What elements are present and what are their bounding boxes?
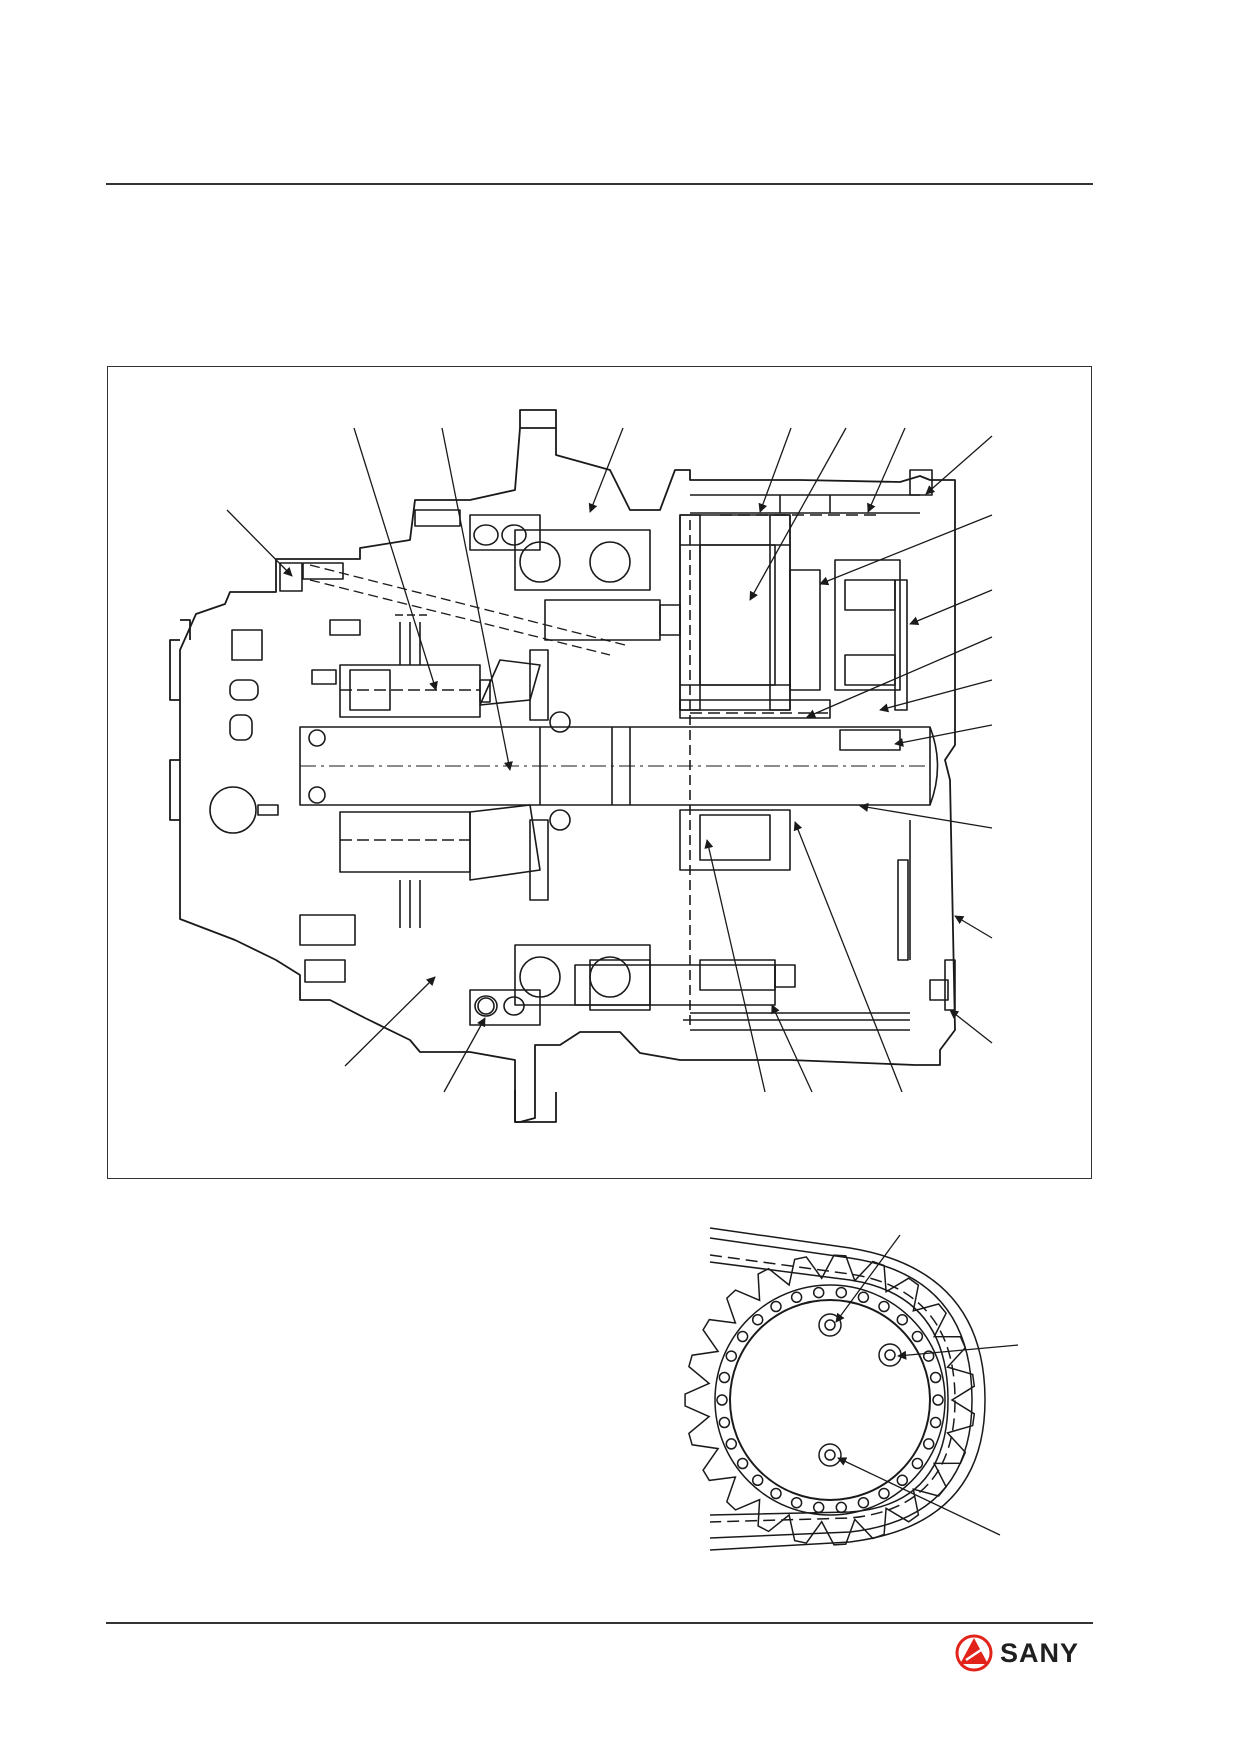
- bolt-hole: [896, 1474, 909, 1487]
- callout-leaders: [226, 427, 993, 1093]
- bolt-hole: [857, 1291, 870, 1304]
- sprocket-teeth: [684, 1254, 976, 1546]
- sany-triangle-logo-icon: [955, 1634, 993, 1672]
- bolt-hole: [770, 1300, 782, 1313]
- motor-pistons: [339, 614, 549, 928]
- track-chain: [709, 1227, 986, 1551]
- brand-logo: SANY: [954, 1633, 1079, 1673]
- brand-name: SANY: [1000, 1637, 1080, 1668]
- bolt-hole: [736, 1330, 749, 1343]
- housing-outline: [169, 409, 956, 1123]
- sprocket-leaders: [835, 1234, 1019, 1536]
- cross-section-frame: [107, 366, 1092, 1179]
- sprocket-outer-ring: [714, 1284, 946, 1516]
- bolt-hole: [929, 1371, 942, 1384]
- left-housing-details: [209, 509, 571, 1015]
- bolt-hole: [725, 1438, 738, 1450]
- bolt-hole: [751, 1313, 764, 1326]
- output-shaft: [299, 726, 939, 806]
- bolt-hole: [878, 1300, 890, 1313]
- bolt-hole: [751, 1474, 764, 1487]
- bolt-hole: [835, 1501, 848, 1514]
- brake-valve: [544, 599, 796, 1011]
- oil-passage: [309, 564, 626, 656]
- bolt-hole: [718, 1371, 731, 1384]
- bolt-hole: [716, 1394, 728, 1406]
- upper-bearings: [469, 514, 651, 591]
- bolt-hole: [929, 1416, 942, 1429]
- bolt-hole: [896, 1313, 909, 1326]
- bolt-hole: [878, 1487, 890, 1500]
- bolt-hole: [790, 1496, 803, 1509]
- sprocket-hub: [729, 1299, 931, 1501]
- sprocket-tooth-profile: [684, 1254, 976, 1546]
- bolt-hole: [932, 1394, 944, 1406]
- drain-plug-top: [818, 1313, 842, 1337]
- bolt-hole: [857, 1496, 870, 1509]
- drain-plug-bottom: [818, 1443, 842, 1467]
- footer-rule: [106, 1622, 1093, 1624]
- bolt-hole: [812, 1501, 825, 1514]
- sprocket-bolt-holes: [716, 1286, 944, 1514]
- bolt-hole: [922, 1438, 935, 1450]
- bolt-hole: [835, 1286, 848, 1299]
- level-plug: [878, 1343, 902, 1367]
- bolt-hole: [922, 1350, 935, 1362]
- bolt-hole: [812, 1286, 825, 1299]
- bolt-hole: [770, 1487, 782, 1500]
- bolt-hole: [736, 1457, 749, 1470]
- bolt-hole: [725, 1350, 738, 1362]
- header-rule: [106, 183, 1093, 185]
- bolt-hole: [911, 1330, 924, 1343]
- bolt-hole: [718, 1416, 731, 1429]
- ring-gear-top: [690, 494, 920, 514]
- bolt-hole: [790, 1291, 803, 1304]
- bolt-hole: [911, 1457, 924, 1470]
- cover-plate: [894, 469, 956, 1011]
- ring-gear-bottom: [690, 1012, 910, 1031]
